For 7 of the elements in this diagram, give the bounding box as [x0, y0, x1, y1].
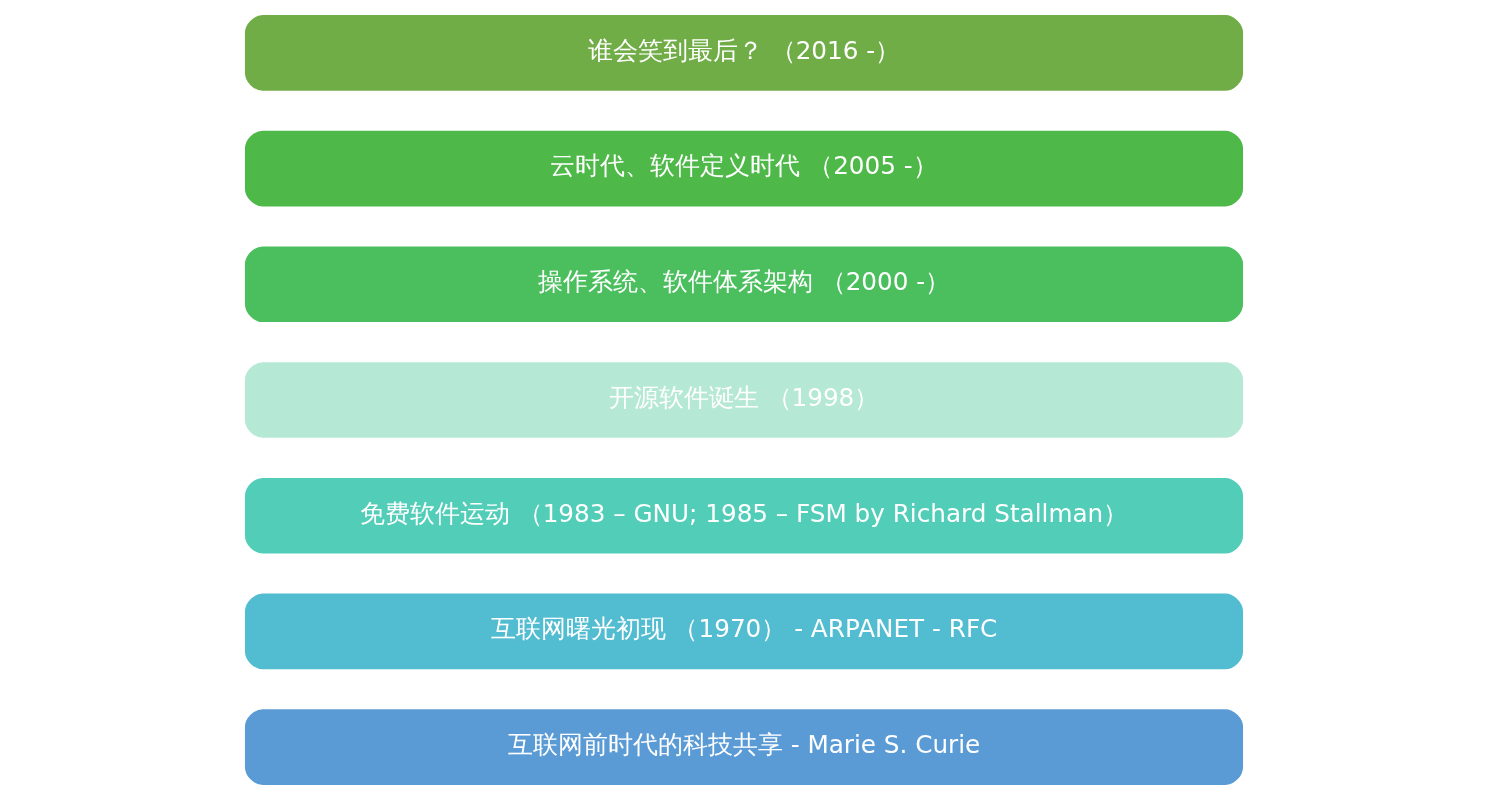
node-box: 互联网曙光初现 （1970） - ARPANET - RFC: [242, 592, 1245, 671]
node-box: 云时代、软件定义时代 （2005 -）: [242, 129, 1245, 208]
node-box: 谁会笑到最后？ （2016 -）: [242, 13, 1245, 93]
node-box: 免费软件运动 （1983 – GNU; 1985 – FSM by Richard Stallman）: [242, 476, 1245, 556]
node-box: 互联网前时代的科技共享 - Marie S. Curie: [242, 707, 1245, 787]
node-box: 操作系统、软件体系架构 （2000 -）: [242, 244, 1245, 324]
node-box: 开源软件诞生 （1998）: [242, 360, 1245, 440]
